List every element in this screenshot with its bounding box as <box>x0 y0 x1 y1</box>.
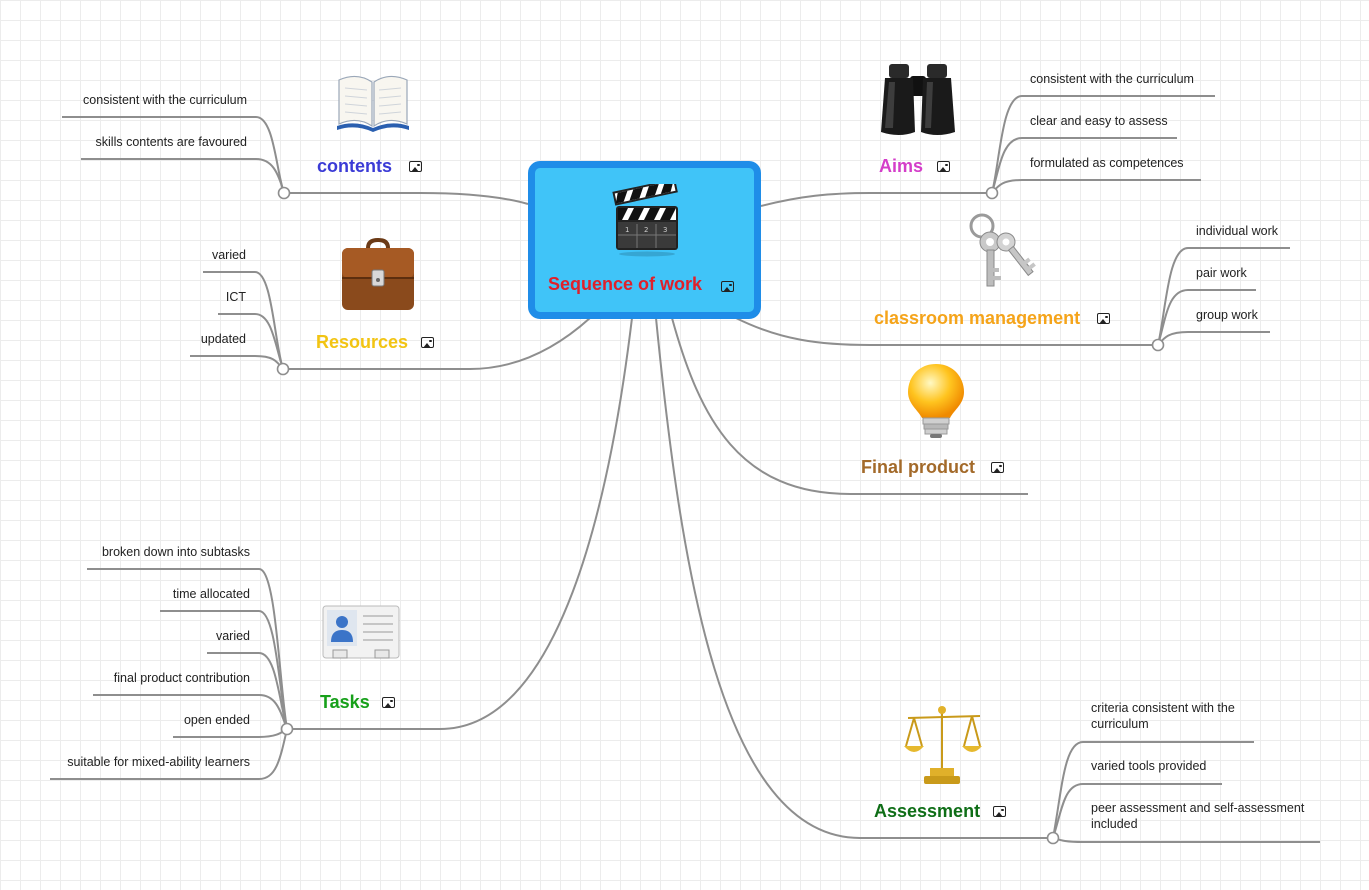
junction-dot-resources <box>278 364 289 375</box>
link-classroom-leaf-2 <box>1158 332 1270 345</box>
image-icon[interactable] <box>993 806 1006 817</box>
leaf-classroom-2[interactable]: group work <box>1196 307 1258 323</box>
leaf-tasks-5[interactable]: suitable for mixed-ability learners <box>67 754 250 770</box>
link-resources-leaf-0 <box>203 272 283 369</box>
open-book-icon <box>333 70 413 134</box>
leaf-tasks-4[interactable]: open ended <box>184 712 250 728</box>
leaf-assessment-0[interactable]: criteria consistent with the curriculum <box>1091 700 1261 732</box>
briefcase-icon <box>338 234 418 314</box>
image-icon[interactable] <box>991 462 1004 473</box>
link-contents-leaf-0 <box>62 117 284 193</box>
clapperboard-icon: 1 2 3 <box>610 184 682 258</box>
svg-text:1: 1 <box>625 226 629 234</box>
branch-label-contents[interactable]: contents <box>317 156 392 177</box>
junction-dot-classroom <box>1153 340 1164 351</box>
svg-text:3: 3 <box>663 226 667 234</box>
link-central-aims <box>761 193 992 206</box>
address-card-icon <box>321 604 401 662</box>
image-icon[interactable] <box>1097 313 1110 324</box>
leaf-classroom-0[interactable]: individual work <box>1196 223 1278 239</box>
leaf-aims-1[interactable]: clear and easy to assess <box>1030 113 1168 129</box>
branch-label-tasks[interactable]: Tasks <box>320 692 370 713</box>
branch-label-classroom-management[interactable]: classroom management <box>874 308 1080 329</box>
link-classroom-leaf-0 <box>1158 248 1290 345</box>
leaf-assessment-1[interactable]: varied tools provided <box>1091 758 1206 774</box>
svg-text:2: 2 <box>644 226 648 234</box>
leaf-tasks-1[interactable]: time allocated <box>173 586 250 602</box>
image-icon[interactable] <box>721 281 734 292</box>
leaf-tasks-2[interactable]: varied <box>216 628 250 644</box>
leaf-aims-2[interactable]: formulated as competences <box>1030 155 1184 171</box>
branch-label-aims[interactable]: Aims <box>879 156 923 177</box>
scales-icon <box>902 704 986 786</box>
leaf-contents-0[interactable]: consistent with the curriculum <box>83 92 247 108</box>
leaf-assessment-2[interactable]: peer assessment and self-assessment incl… <box>1091 800 1319 832</box>
link-assessment-leaf-2 <box>1053 838 1320 842</box>
leaf-resources-1[interactable]: ICT <box>226 289 246 305</box>
keys-icon <box>964 212 1036 292</box>
image-icon[interactable] <box>421 337 434 348</box>
link-central-contents <box>284 193 528 204</box>
image-icon[interactable] <box>409 161 422 172</box>
junction-dot-aims <box>987 188 998 199</box>
leaf-contents-1[interactable]: skills contents are favoured <box>96 134 247 150</box>
image-icon[interactable] <box>382 697 395 708</box>
binoculars-icon <box>877 62 959 138</box>
link-central-assessment <box>656 318 1053 838</box>
leaf-tasks-3[interactable]: final product contribution <box>114 670 250 686</box>
leaf-tasks-0[interactable]: broken down into subtasks <box>102 544 250 560</box>
light-bulb-icon <box>904 362 968 442</box>
junction-dot-assessment <box>1048 833 1059 844</box>
junction-dot-contents <box>279 188 290 199</box>
leaf-resources-2[interactable]: updated <box>201 331 246 347</box>
link-tasks-leaf-4 <box>173 729 287 737</box>
link-aims-leaf-0 <box>992 96 1215 193</box>
central-topic-label: Sequence of work <box>548 274 702 295</box>
branch-label-final-product[interactable]: Final product <box>861 457 975 478</box>
leaf-classroom-1[interactable]: pair work <box>1196 265 1247 281</box>
link-aims-leaf-2 <box>992 180 1201 193</box>
branch-label-resources[interactable]: Resources <box>316 332 408 353</box>
link-central-tasks <box>287 318 632 729</box>
image-icon[interactable] <box>937 161 950 172</box>
link-contents-leaf-1 <box>81 159 284 193</box>
junction-dot-tasks <box>282 724 293 735</box>
leaf-resources-0[interactable]: varied <box>212 247 246 263</box>
leaf-aims-0[interactable]: consistent with the curriculum <box>1030 71 1194 87</box>
link-resources-leaf-2 <box>190 356 283 369</box>
branch-label-assessment[interactable]: Assessment <box>874 801 980 822</box>
